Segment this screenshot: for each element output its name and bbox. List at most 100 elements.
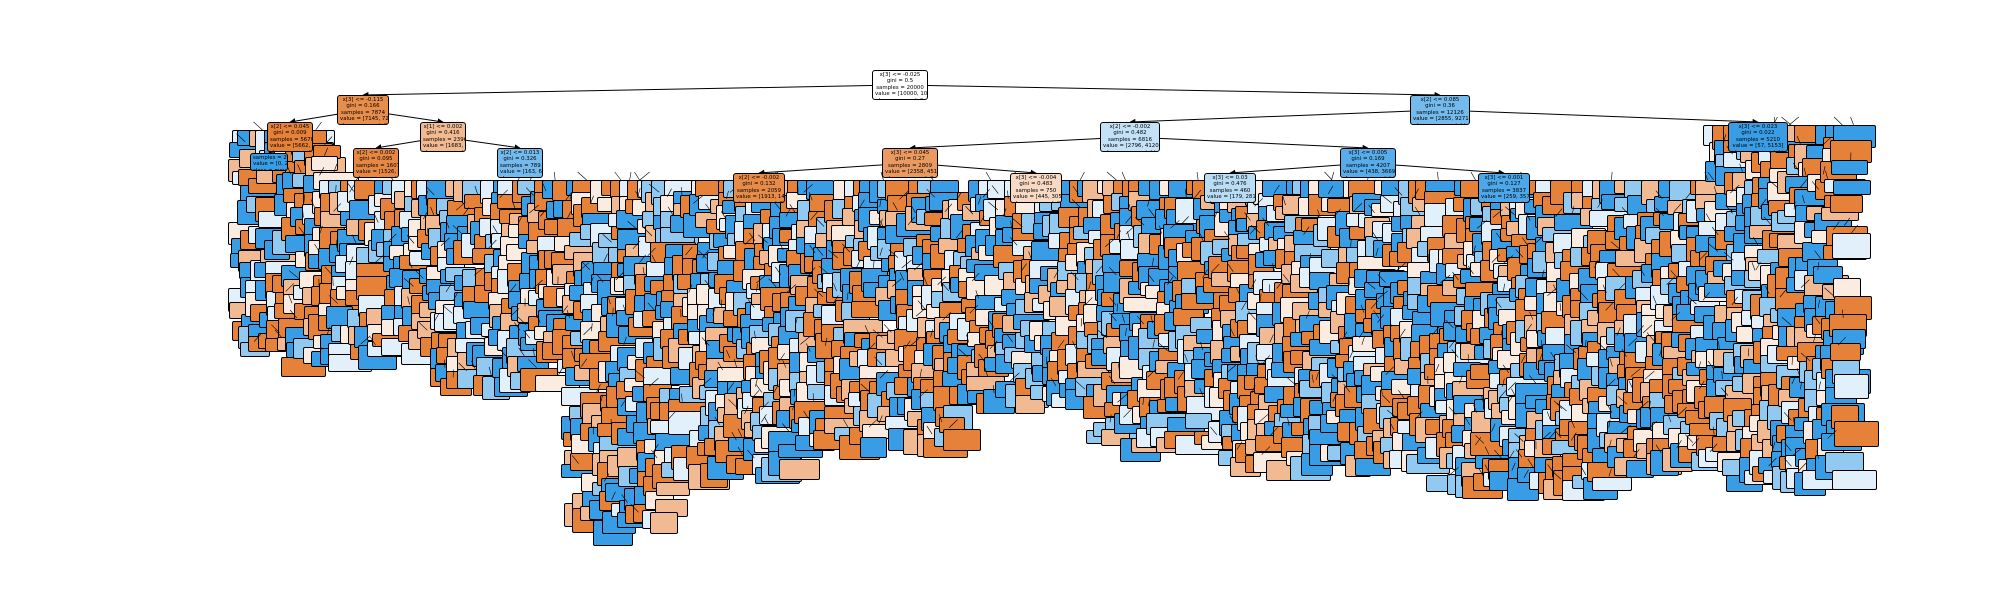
tree-edge — [643, 227, 653, 237]
tree-edge — [1687, 295, 1697, 305]
tree-edge — [474, 267, 485, 276]
node-line: class = move_right — [1207, 201, 1255, 202]
tree-edge — [571, 350, 575, 360]
tree-edge — [1287, 417, 1290, 426]
tree-edge — [760, 401, 770, 410]
tree-edge — [639, 254, 646, 264]
tree-edge — [1608, 419, 1611, 428]
tree-edge — [1511, 462, 1516, 471]
tree-edge — [1125, 225, 1135, 235]
tree-edge — [1851, 224, 1859, 234]
tree-edge — [1655, 444, 1662, 453]
tree-edge — [1230, 327, 1235, 337]
tree-edge — [1843, 217, 1851, 226]
tree-edge — [808, 192, 813, 201]
tree-edge — [1435, 364, 1440, 373]
tree-edge — [289, 309, 298, 319]
tree-edge — [728, 399, 738, 408]
tree-edge — [1539, 353, 1543, 362]
tree-edge — [1235, 286, 1241, 296]
tree-edge — [1496, 232, 1503, 242]
tree-edge — [1646, 332, 1655, 341]
tree-edge — [603, 473, 610, 482]
tree-edge — [1597, 199, 1603, 208]
node-line: class = move_right — [1103, 150, 1157, 151]
node-line: value = [438, 3669] — [1343, 169, 1396, 176]
tree-edge — [1117, 394, 1128, 403]
tree-edge — [1515, 249, 1524, 258]
tree-edge — [901, 259, 912, 269]
tree-edge — [1432, 326, 1440, 335]
tree-edge — [1262, 217, 1270, 227]
node-line: class = move_left — [875, 98, 925, 99]
tree-edge — [888, 249, 899, 258]
tree-node-leaf — [311, 155, 339, 172]
tree-edge — [1768, 179, 1779, 189]
node-line: class = move_right — [1343, 176, 1395, 177]
tree-edge — [800, 336, 811, 345]
tree-edge — [1553, 284, 1558, 293]
node-line: samples = 789 — [500, 162, 541, 169]
tree-edge — [634, 369, 645, 379]
tree-edge — [509, 283, 517, 293]
tree-edge — [1747, 348, 1750, 357]
tree-edge — [816, 247, 824, 256]
tree-edge — [596, 384, 601, 393]
tree-edge — [1070, 271, 1079, 281]
tree-edge — [1336, 435, 1340, 445]
tree-edge — [1072, 185, 1079, 195]
tree-edge — [1718, 341, 1720, 350]
tree-edge — [583, 326, 592, 336]
tree-edge — [614, 171, 622, 181]
tree-edge — [298, 226, 306, 236]
tree-edge — [904, 340, 911, 349]
tree-edge — [1452, 271, 1459, 281]
tree-edge — [667, 206, 674, 216]
tree-edge — [918, 389, 928, 398]
tree-edge — [1713, 186, 1717, 195]
tree-edge — [452, 225, 462, 234]
tree-edge — [1552, 470, 1562, 480]
tree-edge — [685, 246, 693, 256]
tree-edge — [892, 278, 902, 287]
tree-edge — [471, 360, 476, 369]
tree-edge — [326, 326, 330, 335]
tree-edge — [1324, 171, 1333, 181]
tree-edge — [1612, 268, 1621, 278]
tree-edge — [1638, 400, 1649, 410]
tree-edge — [474, 185, 478, 195]
node-line: gini = 0.009 — [273, 130, 307, 137]
tree-edge — [581, 358, 588, 367]
tree-edge — [1303, 226, 1310, 235]
tree-edge — [1800, 381, 1802, 390]
tree-edge — [874, 356, 883, 366]
tree-edge — [1707, 171, 1714, 181]
tree-edge — [455, 201, 466, 211]
tree-edge — [698, 250, 707, 259]
tree-edge — [1449, 339, 1456, 348]
tree-edge — [965, 205, 974, 215]
tree-edge — [569, 191, 573, 200]
tree-edge — [1553, 400, 1563, 409]
tree-edge — [948, 419, 958, 428]
tree-edge — [913, 261, 924, 271]
tree-edge — [510, 308, 520, 317]
tree-edge — [370, 336, 376, 346]
tree-edge — [755, 378, 758, 387]
tree-edge — [577, 171, 587, 181]
tree-edge — [1571, 205, 1575, 215]
tree-edge — [333, 163, 338, 173]
tree-edge — [1671, 311, 1681, 321]
tree-edge — [1200, 341, 1204, 351]
node-line: gini = 0.169 — [1351, 156, 1385, 163]
node-line: class = move_right — [1413, 123, 1467, 124]
tree-edge — [533, 279, 543, 289]
tree-edge — [867, 342, 876, 351]
tree-edge — [374, 214, 379, 223]
tree-edge — [1630, 368, 1641, 377]
tree-edge — [1712, 426, 1715, 435]
tree-edge — [1494, 449, 1502, 459]
